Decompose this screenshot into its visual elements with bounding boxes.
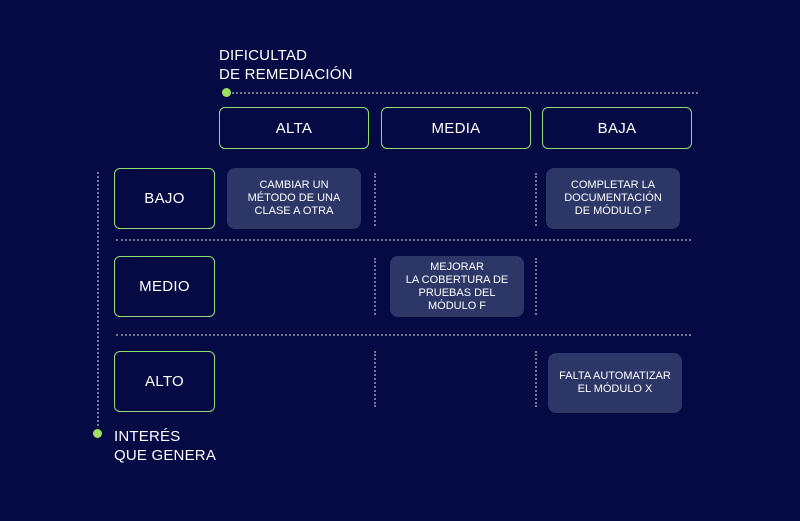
column-separator <box>535 351 537 407</box>
top-axis-line <box>232 92 698 94</box>
item-card: MEJORAR LA COBERTURA DE PRUEBAS DEL MÓDU… <box>390 256 524 317</box>
card-line: CLASE A OTRA <box>254 205 334 217</box>
card-line: DOCUMENTACIÓN <box>564 192 662 204</box>
column-header-label: BAJA <box>597 119 637 137</box>
left-axis-title-line-1: INTERÉS <box>114 428 181 445</box>
top-axis-title: DIFICULTAD DE REMEDIACIÓN <box>219 46 353 84</box>
row-header-label: BAJO <box>144 190 185 207</box>
row-header-label: MEDIO <box>139 278 190 295</box>
column-separator <box>535 258 537 315</box>
column-separator <box>374 258 376 315</box>
row-header-label: ALTO <box>145 373 184 390</box>
column-header-label: ALTA <box>275 119 313 137</box>
row-separator-2 <box>116 334 691 336</box>
left-axis-title: INTERÉS QUE GENERA <box>114 427 216 465</box>
row-separator-1 <box>116 239 691 241</box>
row-header-medio: MEDIO <box>114 256 215 317</box>
card-line: LA COBERTURA DE <box>405 273 509 286</box>
row-header-bajo: BAJO <box>114 168 215 229</box>
card-line: PRUEBAS DEL <box>418 286 496 299</box>
card-line: MÉTODO DE UNA <box>247 192 341 204</box>
column-header-label: MEDIA <box>431 119 481 137</box>
top-axis-title-line-1: DIFICULTAD <box>219 47 308 64</box>
top-axis-dot <box>222 88 231 97</box>
card-line: FALTA AUTOMATIZAR <box>559 370 671 382</box>
column-header-media: MEDIA <box>381 107 531 149</box>
item-card: COMPLETAR LA DOCUMENTACIÓN DE MÓDULO F <box>546 168 680 229</box>
column-separator <box>535 173 537 226</box>
card-line: COMPLETAR LA <box>570 179 656 191</box>
card-line: MEJORAR <box>430 260 484 273</box>
card-line: CAMBIAR UN <box>259 179 329 191</box>
column-header-baja: BAJA <box>542 107 692 149</box>
item-card: CAMBIAR UN MÉTODO DE UNA CLASE A OTRA <box>227 168 361 229</box>
left-axis-line <box>97 172 99 426</box>
card-line: MÓDULO F <box>427 299 487 312</box>
item-card: FALTA AUTOMATIZAR EL MÓDULO X <box>548 353 682 413</box>
column-separator <box>374 173 376 226</box>
top-axis-title-line-2: DE REMEDIACIÓN <box>219 66 353 83</box>
column-header-alta: ALTA <box>219 107 369 149</box>
card-line: DE MÓDULO F <box>574 205 652 217</box>
row-header-alto: ALTO <box>114 351 215 412</box>
left-axis-title-line-2: QUE GENERA <box>114 447 217 464</box>
column-separator <box>374 351 376 407</box>
left-axis-dot <box>93 429 102 438</box>
card-line: EL MÓDULO X <box>577 383 653 395</box>
